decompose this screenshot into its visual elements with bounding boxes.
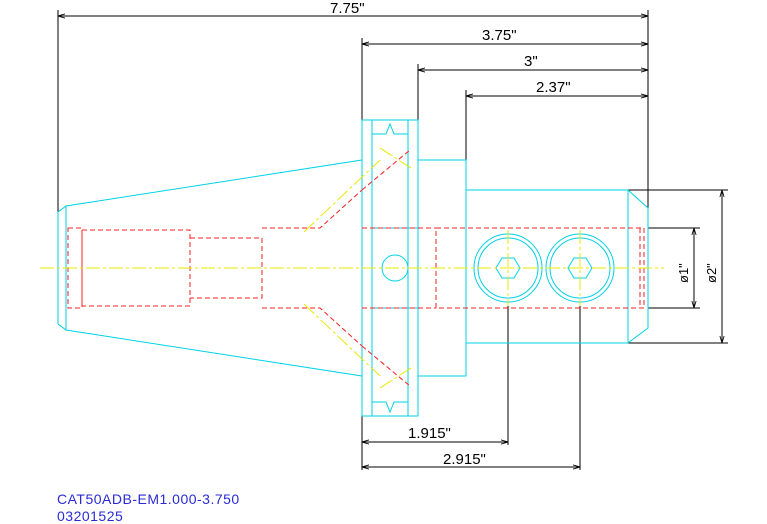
dim-2-915: 2.915": [443, 451, 486, 468]
dim-diameter-2: ø2": [704, 263, 719, 283]
center-lines: [40, 147, 664, 389]
part-number: CAT50ADB-EM1.000-3.750: [57, 491, 240, 507]
dimension-lines: [57, 10, 728, 470]
dim-3: 3": [524, 53, 538, 70]
dim-1-915: 1.915": [408, 425, 451, 442]
dim-2-37: 2.37": [536, 79, 571, 96]
dim-3-75: 3.75": [482, 27, 517, 44]
part-code: 03201525: [57, 508, 124, 524]
dim-diameter-1: ø1": [676, 263, 691, 283]
dim-overall-length: 7.75": [330, 0, 365, 17]
